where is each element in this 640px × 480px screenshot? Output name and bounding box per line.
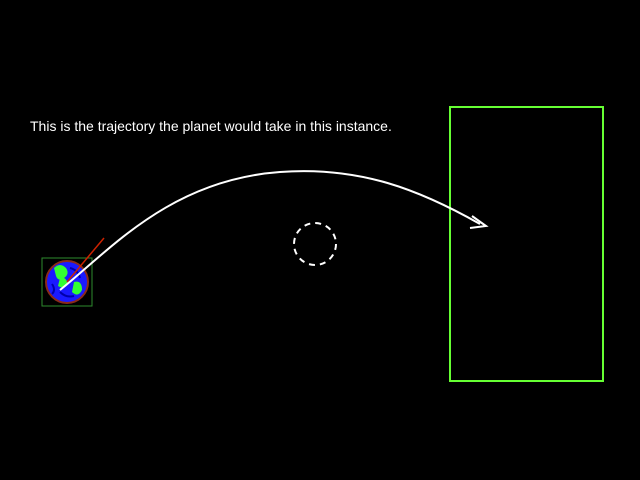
- planet-frame: [41, 257, 93, 307]
- caption-text: This is the trajectory the planet would …: [30, 118, 392, 134]
- planet[interactable]: [41, 237, 105, 307]
- target-zone: [449, 106, 604, 382]
- gravity-well-icon: [293, 222, 337, 266]
- trajectory-arrowhead-icon: [469, 215, 489, 229]
- aim-line[interactable]: [66, 237, 105, 283]
- trajectory-path: [59, 170, 481, 291]
